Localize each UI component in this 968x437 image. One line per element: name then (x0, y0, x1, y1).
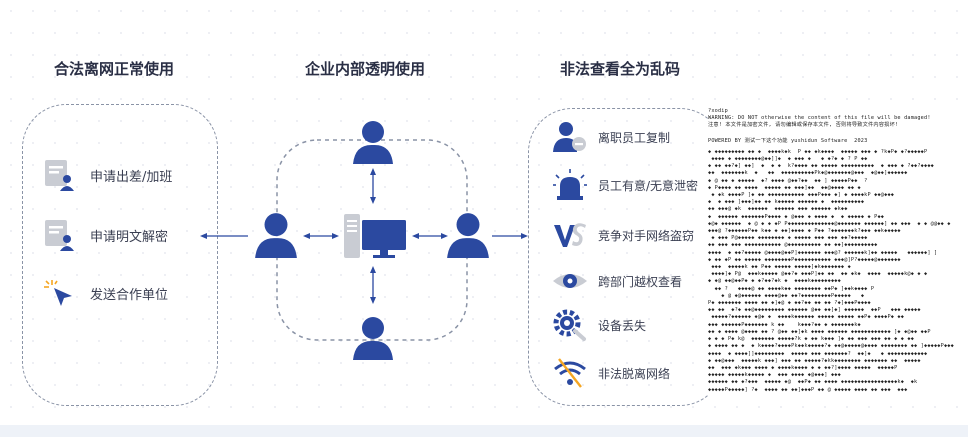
left-item-send-partner: 发送合作单位 (42, 276, 168, 310)
computer-server-icon (344, 214, 406, 258)
user-top-icon (353, 121, 393, 164)
right-item-cross-department: 跨部门越权查看 (552, 264, 682, 298)
title-illegal-garbled: 非法查看全为乱码 (560, 60, 681, 78)
right-item-offline: 非法脱离网络 (552, 356, 670, 390)
left-item-label: 发送合作单位 (90, 287, 169, 303)
right-item-label: 非法脱离网络 (598, 366, 671, 381)
no-wifi-icon (552, 356, 588, 390)
user-left-icon (255, 213, 297, 258)
right-item-label: 员工有意/无意泄密 (598, 178, 699, 193)
left-panel (22, 104, 218, 406)
bottom-strip (0, 425, 968, 437)
right-item-label: 离职员工复制 (598, 130, 671, 145)
eye-icon (552, 264, 588, 298)
left-item-trip-overtime: 申请出差/加班 (42, 158, 172, 192)
garble-line: ?xodip (708, 108, 728, 114)
alarm-light-icon (552, 168, 588, 202)
garble-line: POWERED BY 测试一下这个功能 yushidun Software 20… (708, 137, 868, 144)
left-item-label: 申请出差/加班 (90, 169, 173, 185)
right-item-label: 跨部门越权查看 (598, 274, 683, 289)
garble-line: WARNING: DO NOT otherwise the content of… (708, 115, 931, 122)
user-right-icon (447, 213, 489, 258)
right-item-device-lost: 设备丢失 (552, 308, 646, 342)
right-item-competitor: 竞争对手网络盗窃 (552, 218, 694, 252)
garble-body: ◆ ◆◆◆◆◆◆◆◆◆ ◆◆ ◆ ◆◆◆◆k◆k P ◆◆ ◆k◆◆◆◆ ◆◆◆… (708, 148, 954, 393)
left-item-decrypt: 申请明文解密 (42, 218, 168, 252)
garble-line: 注意! 本文件是加密文件, 请勿编辑或保存本文件, 否则将导致文件内容损坏! (708, 122, 899, 129)
left-item-label: 申请明文解密 (90, 229, 169, 245)
user-minus-icon (552, 120, 588, 154)
gear-search-icon (552, 308, 588, 342)
send-cursor-icon (42, 276, 76, 310)
title-legal-offline: 合法离网正常使用 (54, 60, 175, 78)
right-item-label: 竞争对手网络盗窃 (598, 228, 695, 243)
right-item-leak: 员工有意/无意泄密 (552, 168, 698, 202)
document-user-icon (42, 158, 76, 192)
right-item-label: 设备丢失 (598, 318, 647, 333)
right-item-departing-employee: 离职员工复制 (552, 120, 670, 154)
document-user-icon (42, 218, 76, 252)
user-bottom-icon (353, 317, 393, 360)
versus-icon (552, 218, 588, 252)
title-internal-transparent: 企业内部透明使用 (305, 60, 426, 78)
